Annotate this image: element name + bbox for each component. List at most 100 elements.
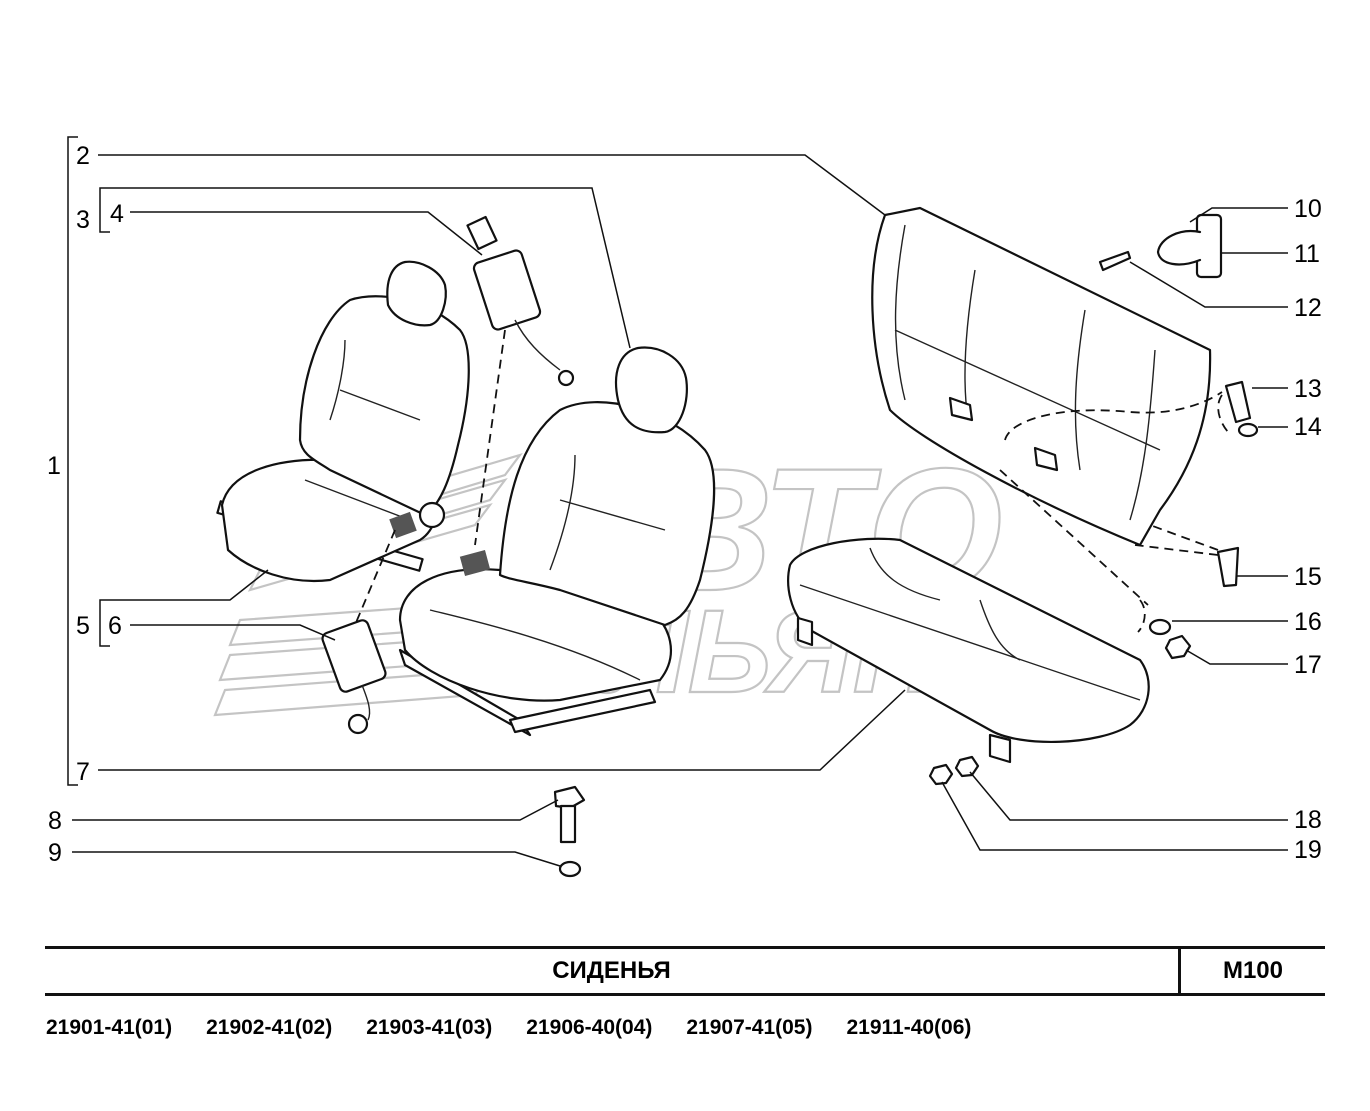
assembly-line-16 xyxy=(1137,599,1146,633)
model-code: 21901-41(01) xyxy=(46,1016,173,1039)
seam-left-1 xyxy=(304,339,421,521)
buckle-4-strap xyxy=(514,319,561,371)
bracket-3 xyxy=(99,187,110,233)
leader-2 xyxy=(98,154,886,216)
leader-18 xyxy=(969,771,1288,821)
callout-1: 1 xyxy=(47,452,61,480)
washer-16 xyxy=(1148,618,1172,636)
callout-12: 12 xyxy=(1294,294,1322,322)
rear-cushion-bracket-2 xyxy=(988,733,1012,764)
seat-back-left xyxy=(298,295,470,517)
leader-5 xyxy=(110,569,269,601)
bolt-8 xyxy=(553,785,586,844)
callout-15: 15 xyxy=(1294,563,1322,591)
leader-9 xyxy=(72,851,561,867)
headrest-left xyxy=(386,260,447,327)
hinge-plate-11 xyxy=(1195,213,1223,279)
rear-back-bracket-2 xyxy=(1033,446,1059,472)
leader-12 xyxy=(1129,261,1288,308)
hinge-10-11 xyxy=(1156,213,1223,279)
page-code: M100 xyxy=(1222,957,1284,984)
callout-17: 17 xyxy=(1294,651,1322,679)
model-code: 21906-40(04) xyxy=(526,1016,653,1039)
nut-17 xyxy=(1164,634,1192,660)
front-seat-left xyxy=(216,260,470,582)
assembly-line-15a xyxy=(1149,524,1219,551)
washer-14 xyxy=(1237,422,1259,438)
leader-6 xyxy=(130,624,336,641)
bolt-8-shank xyxy=(559,804,577,844)
assembly-line-4 xyxy=(474,329,506,546)
bracket-1 xyxy=(67,136,78,786)
buckle-pad-right xyxy=(459,549,491,577)
title-divider xyxy=(1178,949,1181,993)
bolt-15 xyxy=(1216,546,1240,588)
assembly-line-6 xyxy=(354,529,396,626)
nut-18 xyxy=(954,755,980,778)
leader-7 xyxy=(98,689,906,771)
screw-12 xyxy=(1098,250,1132,272)
buckle-6-anchor xyxy=(347,713,369,735)
model-code: 21903-41(03) xyxy=(366,1016,493,1039)
callout-3: 3 xyxy=(76,206,90,234)
rear-seat-cushion xyxy=(787,537,1150,764)
assembly-line-back-bracket xyxy=(1004,391,1223,441)
leader-8 xyxy=(72,799,559,821)
seat-rail-right-2 xyxy=(508,688,657,734)
assembly-line-rear xyxy=(999,469,1149,606)
bolt-8-head xyxy=(553,785,586,810)
buckle-6-strap xyxy=(361,684,371,721)
callout-18: 18 xyxy=(1294,806,1322,834)
recliner-knob-left xyxy=(418,501,446,529)
callout-8: 8 xyxy=(48,807,62,835)
assembly-line-13 xyxy=(1217,394,1229,433)
buckle-4-body xyxy=(472,249,542,331)
buckle-pad-left xyxy=(389,511,417,539)
callout-labels: 1 2 3 4 5 6 7 8 9 10 11 12 13 14 15 16 1… xyxy=(47,142,1322,867)
callout-2: 2 xyxy=(76,142,90,170)
callout-6: 6 xyxy=(108,612,122,640)
rear-back-panel xyxy=(871,206,1212,547)
hinge-loop-10 xyxy=(1156,230,1202,266)
leader-4 xyxy=(130,211,483,256)
page-title: СИДЕНЬЯ xyxy=(552,957,671,984)
leader-19 xyxy=(941,781,1288,851)
leader-10 xyxy=(1189,207,1288,223)
rear-cushion-seam xyxy=(799,547,1141,701)
callout-13: 13 xyxy=(1294,375,1322,403)
callout-7: 7 xyxy=(76,758,90,786)
callout-4: 4 xyxy=(110,200,124,228)
rear-back-bracket-1 xyxy=(948,396,974,422)
callout-11: 11 xyxy=(1294,240,1320,268)
front-seat-right xyxy=(398,346,716,737)
nut-19 xyxy=(928,763,954,786)
seam-right-1 xyxy=(429,454,666,681)
buckle-4-connector xyxy=(466,215,498,251)
seat-belt-buckle-6 xyxy=(321,619,387,735)
leader-lines xyxy=(67,136,1288,867)
callout-5: 5 xyxy=(76,612,90,640)
leader-3 xyxy=(110,187,631,349)
assembly-line-15b xyxy=(1134,544,1219,556)
rear-seat-back xyxy=(871,206,1212,547)
washer-9 xyxy=(558,860,582,878)
model-code: 21907-41(05) xyxy=(686,1016,813,1039)
callout-16: 16 xyxy=(1294,608,1322,636)
bolt-13 xyxy=(1224,380,1252,424)
buckle-6-body xyxy=(321,619,387,693)
model-list: 21901-41(01) 21902-41(02) 21903-41(03) 2… xyxy=(46,1013,1005,1043)
callout-19: 19 xyxy=(1294,836,1322,864)
callout-10: 10 xyxy=(1294,195,1322,223)
rear-back-seam-1 xyxy=(894,224,1161,521)
bracket-5 xyxy=(99,599,110,647)
title-bar: СИДЕНЬЯ M100 xyxy=(45,946,1325,996)
model-code: 21911-40(06) xyxy=(846,1016,972,1039)
leader-17 xyxy=(1185,649,1288,665)
callout-9: 9 xyxy=(48,839,62,867)
rear-cushion-bracket-1 xyxy=(796,616,814,647)
headrest-right xyxy=(614,346,688,434)
seat-belt-buckle-4 xyxy=(466,215,575,387)
model-code: 21902-41(02) xyxy=(206,1016,333,1039)
buckle-4-anchor xyxy=(557,369,575,387)
